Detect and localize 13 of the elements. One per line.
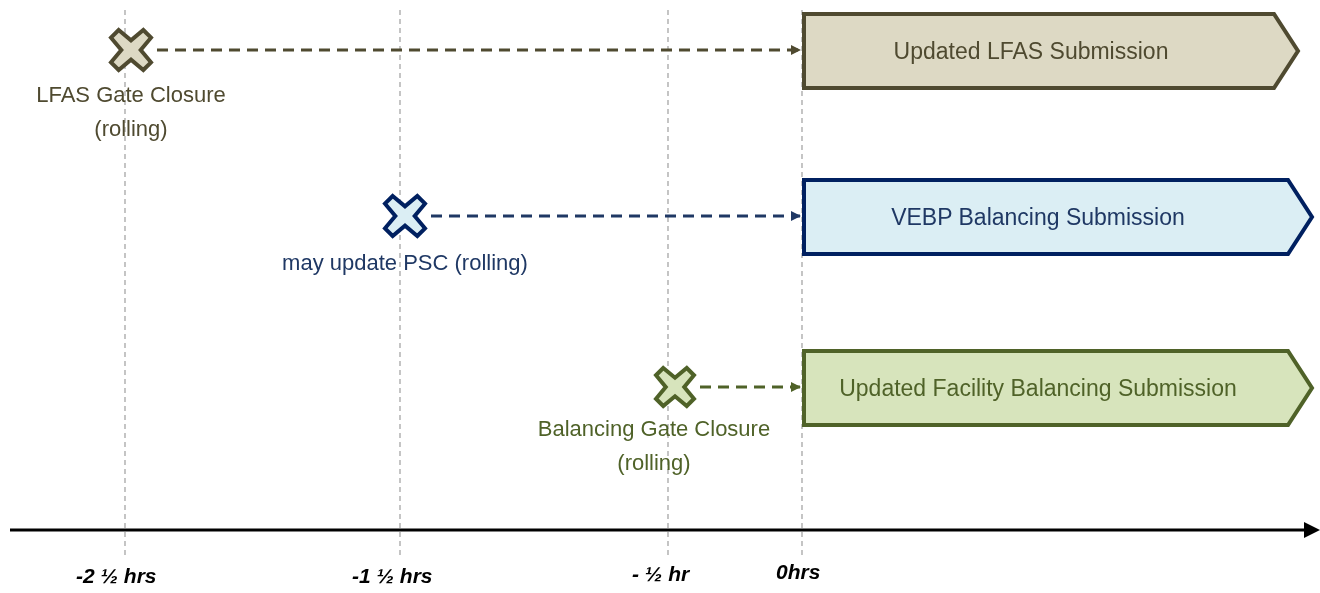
- axis-tick-label: -2 ½ hrs: [76, 564, 157, 588]
- node-caption: may update PSC (rolling): [282, 250, 528, 275]
- axis-tick-label: -1 ½ hrs: [352, 564, 433, 588]
- node-caption: LFAS Gate Closure (rolling): [36, 82, 226, 141]
- axis-tick-label: 0hrs: [776, 560, 821, 584]
- node-text: Updated Facility Balancing Submission: [839, 374, 1237, 403]
- arrow: [700, 382, 801, 392]
- axis-tick-label: - ½ hr: [632, 562, 690, 586]
- arrow: [431, 211, 801, 221]
- node-text: Updated LFAS Submission: [893, 37, 1169, 66]
- node-text: VEBP Balancing Submission: [891, 203, 1185, 232]
- arrow: [157, 45, 801, 55]
- node-caption: Balancing Gate Closure (rolling): [537, 416, 771, 475]
